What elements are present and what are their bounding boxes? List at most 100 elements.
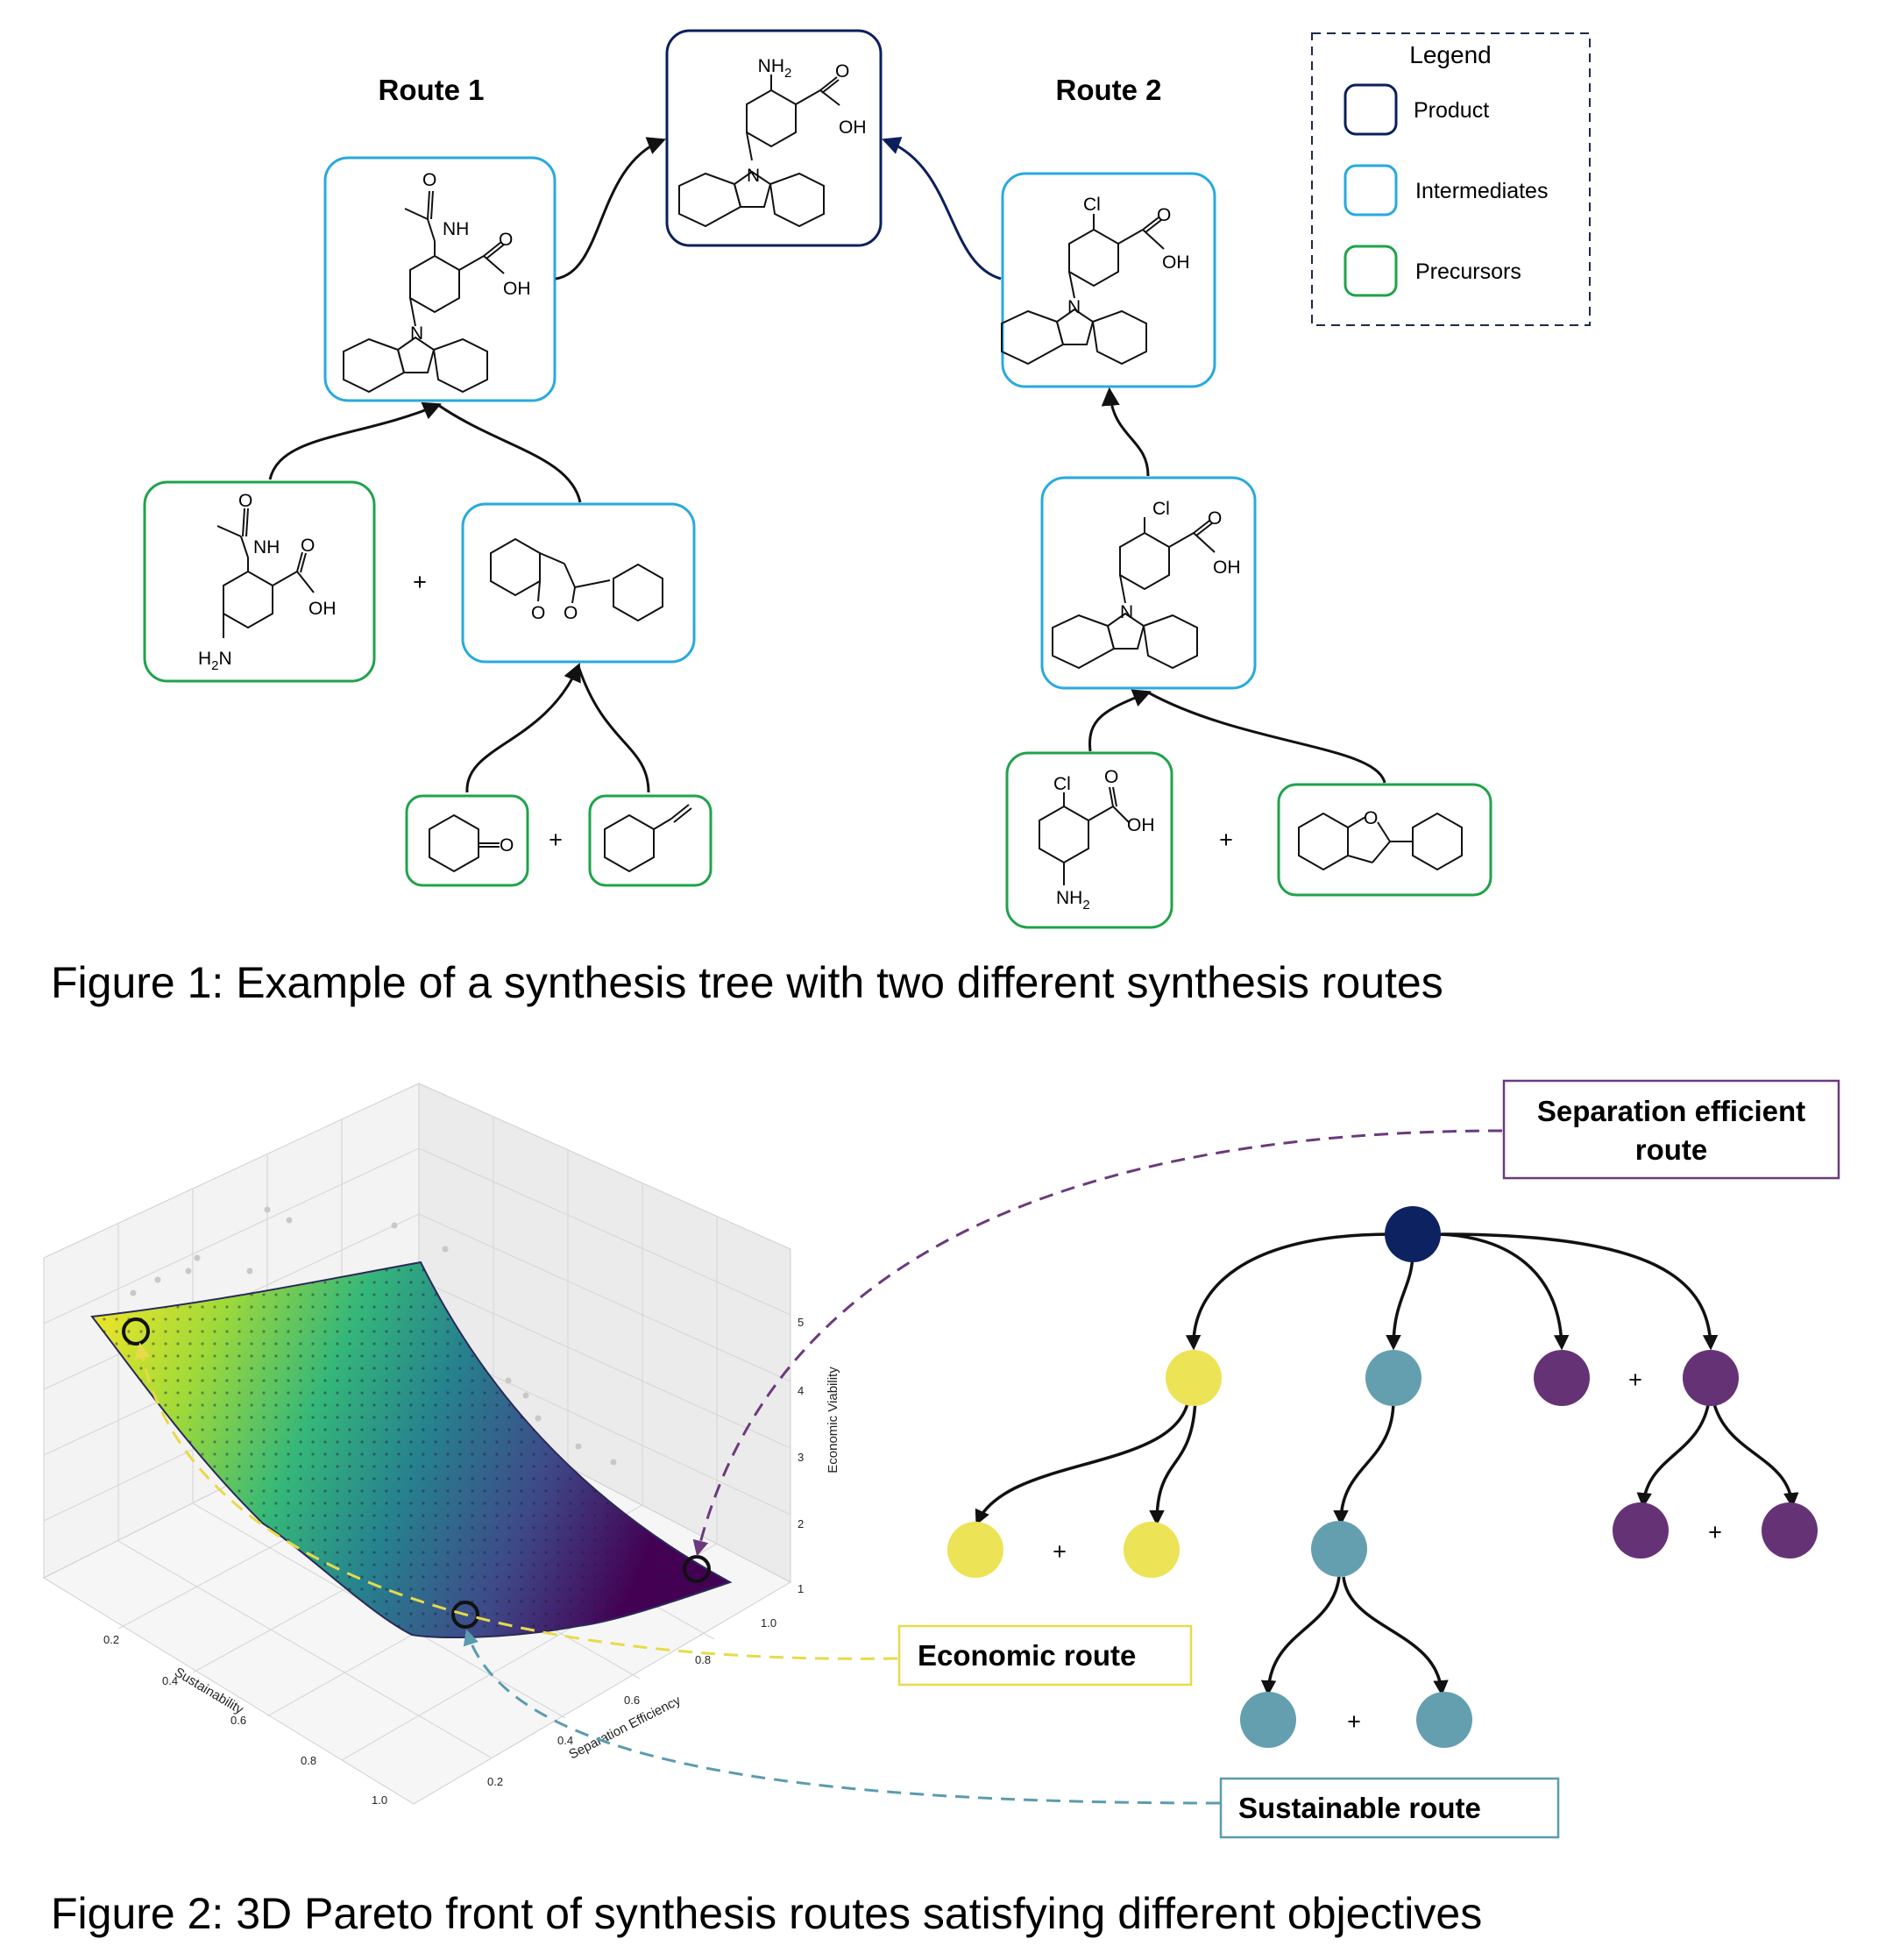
route2-intermediate-b-box	[1040, 476, 1257, 690]
figure1-caption: Figure 1: Example of a synthesis tree wi…	[51, 958, 1443, 1007]
route2-precursor-a-box	[1005, 751, 1173, 929]
dominated-points	[109, 1206, 617, 1466]
y-tick: 0.2	[487, 1775, 503, 1788]
legend-swatch-intermediates	[1344, 164, 1398, 217]
separation-callout-box	[1502, 1079, 1840, 1180]
economic-callout-label: Economic route	[918, 1639, 1136, 1672]
tree-node-separation-a	[1534, 1350, 1590, 1406]
r1-pa-o2-label: O	[301, 536, 315, 556]
sustainable-point-marker	[451, 1601, 479, 1629]
tree-node-economic-a	[947, 1522, 1003, 1578]
tree-plus-2: +	[1053, 1538, 1067, 1565]
route1-precursor-a-box	[143, 480, 376, 683]
tree-node-sustainable-a	[1240, 1692, 1296, 1748]
r1-ib-o-label: O	[531, 603, 545, 623]
sustainable-callout: Sustainable route	[1219, 1777, 1560, 1839]
route2-precursor-b-box	[1277, 783, 1492, 897]
product-o-label: O	[835, 61, 849, 82]
route2-precursor-b-node: O	[1277, 783, 1492, 897]
route1-intermediate-node: O NH O OH N	[323, 156, 557, 402]
r1-pa-o-label: O	[238, 491, 252, 511]
route1-plus-1: +	[413, 569, 427, 595]
y-tick: 0.6	[624, 1694, 640, 1707]
route1-precursor-a-node: O NH O OH H2N	[143, 480, 376, 683]
route1-intermediate-b-node: O O	[461, 502, 696, 664]
z-ticks: 1 2 3 4 5	[798, 1316, 804, 1595]
r2-pa-cl-label: Cl	[1053, 774, 1071, 794]
separation-point-marker	[683, 1555, 711, 1583]
route-1-title: Route 1	[378, 74, 484, 106]
r1-pa-oh-label: OH	[308, 599, 337, 619]
legend-swatch-precursors	[1344, 245, 1398, 297]
product-node: NH2 O OH N	[665, 29, 883, 247]
legend-swatch-product	[1344, 83, 1398, 136]
y-tick: 1.0	[761, 1616, 776, 1630]
x-ticks: 0.2 0.4 0.6 0.8 1.0	[103, 1633, 387, 1807]
r2-pb-o-label: O	[1364, 808, 1378, 828]
route1-precursor-b-box	[405, 794, 529, 887]
tree-plus-3: +	[1708, 1519, 1722, 1545]
route1-plus-2: +	[549, 827, 563, 853]
route-tree: + + + +	[947, 1206, 1818, 1748]
r1-ib-o2-label: O	[564, 603, 578, 623]
r2-ib-n-label: N	[1120, 602, 1133, 622]
x-tick: 1.0	[372, 1793, 387, 1807]
r1-int-oh-label: OH	[503, 279, 531, 299]
figure2-caption: Figure 2: 3D Pareto front of synthesis r…	[51, 1889, 1482, 1938]
legend-label-intermediates: Intermediates	[1415, 179, 1548, 203]
tree-node-economic	[1166, 1350, 1222, 1406]
r2-ib-cl-label: Cl	[1152, 499, 1170, 519]
route2-intermediate-node: Cl O OH N	[1001, 172, 1216, 388]
route1-intermediate-structure	[343, 190, 505, 394]
product-structure	[678, 75, 840, 228]
figure-2: Sustainability Separation Efficiency Eco…	[42, 1079, 1840, 1938]
x-tick: 0.2	[103, 1633, 119, 1646]
separation-connector	[692, 1129, 1503, 1557]
product-box	[665, 29, 883, 247]
tree-node-separation-b	[1683, 1350, 1739, 1406]
x-tick: 0.4	[162, 1674, 178, 1687]
r2-int-oh-label: OH	[1162, 252, 1190, 273]
route1-precursor-a-structure	[216, 508, 315, 638]
r2-pa-oh-label: OH	[1127, 815, 1155, 835]
route2-intermediate-structure	[1001, 214, 1165, 366]
r2-ib-oh-label: OH	[1213, 557, 1241, 578]
economic-callout-box	[897, 1624, 1193, 1687]
r1-pa-nh-label: NH	[253, 537, 280, 557]
r1-pa-h2n-label: H2N	[198, 649, 232, 673]
z-tick: 3	[798, 1451, 804, 1464]
route2-intermediate-b-structure	[1052, 517, 1216, 670]
r2-pa-nh2-label: NH2	[1056, 888, 1090, 913]
route1-intermediate-box	[323, 156, 557, 402]
tree-node-sustainable	[1365, 1350, 1422, 1406]
route2-precursor-a-node: Cl O OH NH2	[1005, 751, 1173, 929]
r2-int-n-label: N	[1067, 297, 1081, 317]
z-tick: 2	[798, 1517, 804, 1530]
tree-node-root	[1385, 1206, 1441, 1262]
x-tick: 0.8	[301, 1754, 316, 1767]
economic-callout: Economic route	[897, 1624, 1193, 1687]
route1-precursor-b-node: O	[405, 794, 529, 887]
z-tick: 4	[798, 1384, 804, 1397]
route-arrows	[268, 137, 1386, 793]
product-nh2-label: NH2	[758, 56, 792, 81]
r1-pb-o-label: O	[500, 835, 514, 856]
y-tick: 0.8	[695, 1653, 711, 1666]
separation-callout-line1: Separation efficient	[1537, 1095, 1805, 1127]
r2-int-o-label: O	[1157, 205, 1171, 225]
sustainable-connector	[463, 1629, 1221, 1805]
r1-int-o2-label: O	[499, 230, 513, 250]
pareto-plot-3d: Sustainability Separation Efficiency Eco…	[42, 1083, 840, 1807]
route1-intermediate-b-structure	[490, 537, 663, 622]
route2-plus: +	[1219, 827, 1233, 853]
sustainable-callout-label: Sustainable route	[1238, 1792, 1481, 1824]
tree-node-separation-c	[1613, 1502, 1669, 1559]
tree-plus-1: +	[1628, 1367, 1642, 1393]
tree-node-separation-d	[1762, 1502, 1818, 1559]
tree-node-economic-b	[1124, 1522, 1180, 1578]
y-ticks: 0.2 0.4 0.6 0.8 1.0	[487, 1616, 776, 1788]
r1-int-n-label: N	[410, 323, 423, 344]
separation-callout: Separation efficient route	[1502, 1079, 1840, 1180]
route2-intermediate-b-node: Cl O OH N	[1040, 476, 1257, 690]
